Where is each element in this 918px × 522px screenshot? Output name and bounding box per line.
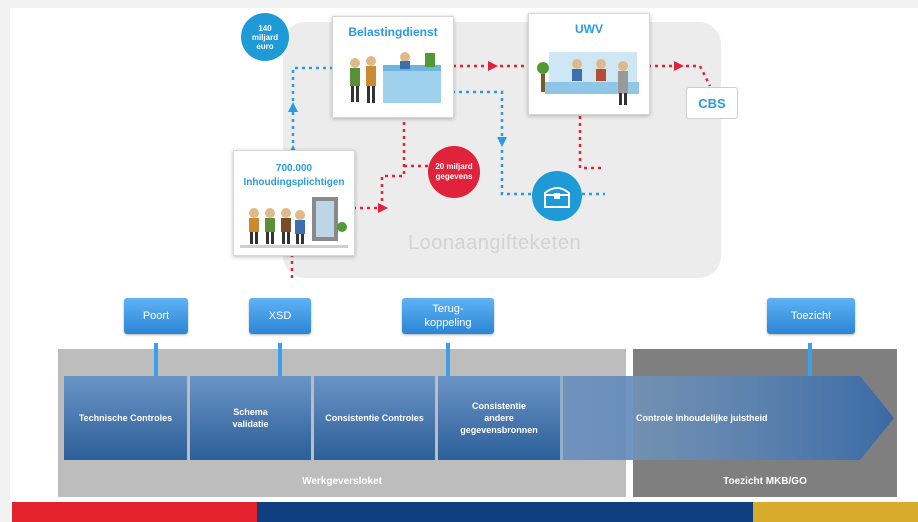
flow-blue-chest [452, 90, 504, 140]
records-bubble: 20 miljard gegevens [428, 146, 480, 198]
stem-poort [154, 343, 158, 376]
andere-line2: andere [484, 413, 514, 423]
footer-red-bar [12, 502, 257, 522]
chain-watermark: Loonaangifteketen [408, 232, 582, 254]
treasure-chest-bubble [532, 171, 582, 221]
flow-red-arrow-cbs [674, 61, 684, 71]
tag-poort[interactable]: Poort [124, 298, 188, 334]
flow-blue-chest-in [500, 150, 532, 196]
andere-line1: Consistentie [471, 401, 526, 411]
amount-bubble: 140 miljard euro [241, 13, 289, 61]
inhoudingsplichtigen-count: 700.000 [275, 163, 313, 174]
flow-blue-up [283, 66, 332, 165]
inhoudingsplichtigen-label: Inhoudingsplichtigen [243, 177, 345, 188]
werkgeversloket-label: Werkgeversloket [302, 476, 382, 487]
amount-line1: 140 [258, 23, 272, 33]
stem-toezicht [808, 343, 812, 376]
terug-line1: Terug- [432, 303, 464, 315]
cbs-box: CBS [686, 87, 738, 119]
andere-line3: gegevensbronnen [460, 425, 538, 435]
tag-terugkoppeling[interactable]: Terug- koppeling [402, 298, 494, 334]
process-arrow [64, 376, 894, 460]
inhoudingsplichtigen-illustration [240, 197, 348, 248]
footer-navy-bar [257, 502, 753, 522]
flow-red-up [380, 122, 406, 208]
uwv-illustration [537, 52, 639, 105]
flow-red-uwv-down [578, 116, 605, 170]
stem-xsd [278, 343, 282, 376]
step-consistentie-andere: Consistentie andere gegevensbronnen [438, 376, 560, 460]
schema-line1: Schema [233, 407, 268, 417]
step-schema-validatie: Schema validatie [190, 376, 311, 460]
amount-line2: miljard [251, 32, 279, 42]
belastingdienst-title: Belastingdienst [348, 25, 438, 39]
toezicht-mkb-label: Toezicht MKB/GO [723, 476, 807, 487]
uwv-title: UWV [575, 22, 603, 36]
uwv-card: UWV [528, 13, 650, 115]
tag-toezicht[interactable]: Toezicht [767, 298, 855, 334]
step-controle-inhoudelijk: Controle inhoudelijke juistheid [636, 413, 768, 423]
inhoudingsplichtigen-card: 700.000 Inhoudingsplichtigen [233, 150, 355, 256]
step-consistentie-controles: Consistentie Controles [325, 413, 424, 423]
flow-red-arrow-uwv [488, 61, 498, 71]
treasure-chest-icon [544, 187, 570, 208]
records-line2: gegevens [435, 172, 473, 181]
flow-red-cbs-down [686, 64, 712, 87]
belastingdienst-card: Belastingdienst [332, 16, 454, 118]
footer-gold-bar [753, 502, 918, 522]
amount-line3: euro [256, 41, 274, 51]
schema-line2: validatie [232, 419, 269, 429]
stem-terugkoppeling [446, 343, 450, 376]
tag-xsd[interactable]: XSD [249, 298, 311, 334]
terug-line2: koppeling [424, 317, 472, 329]
belastingdienst-illustration [350, 52, 441, 103]
records-line1: 20 miljard [435, 162, 473, 171]
flow-blue-arrow-down [497, 137, 507, 147]
step-technische-controles: Technische Controles [78, 413, 173, 423]
flow-blue-arrow-up [288, 102, 298, 112]
